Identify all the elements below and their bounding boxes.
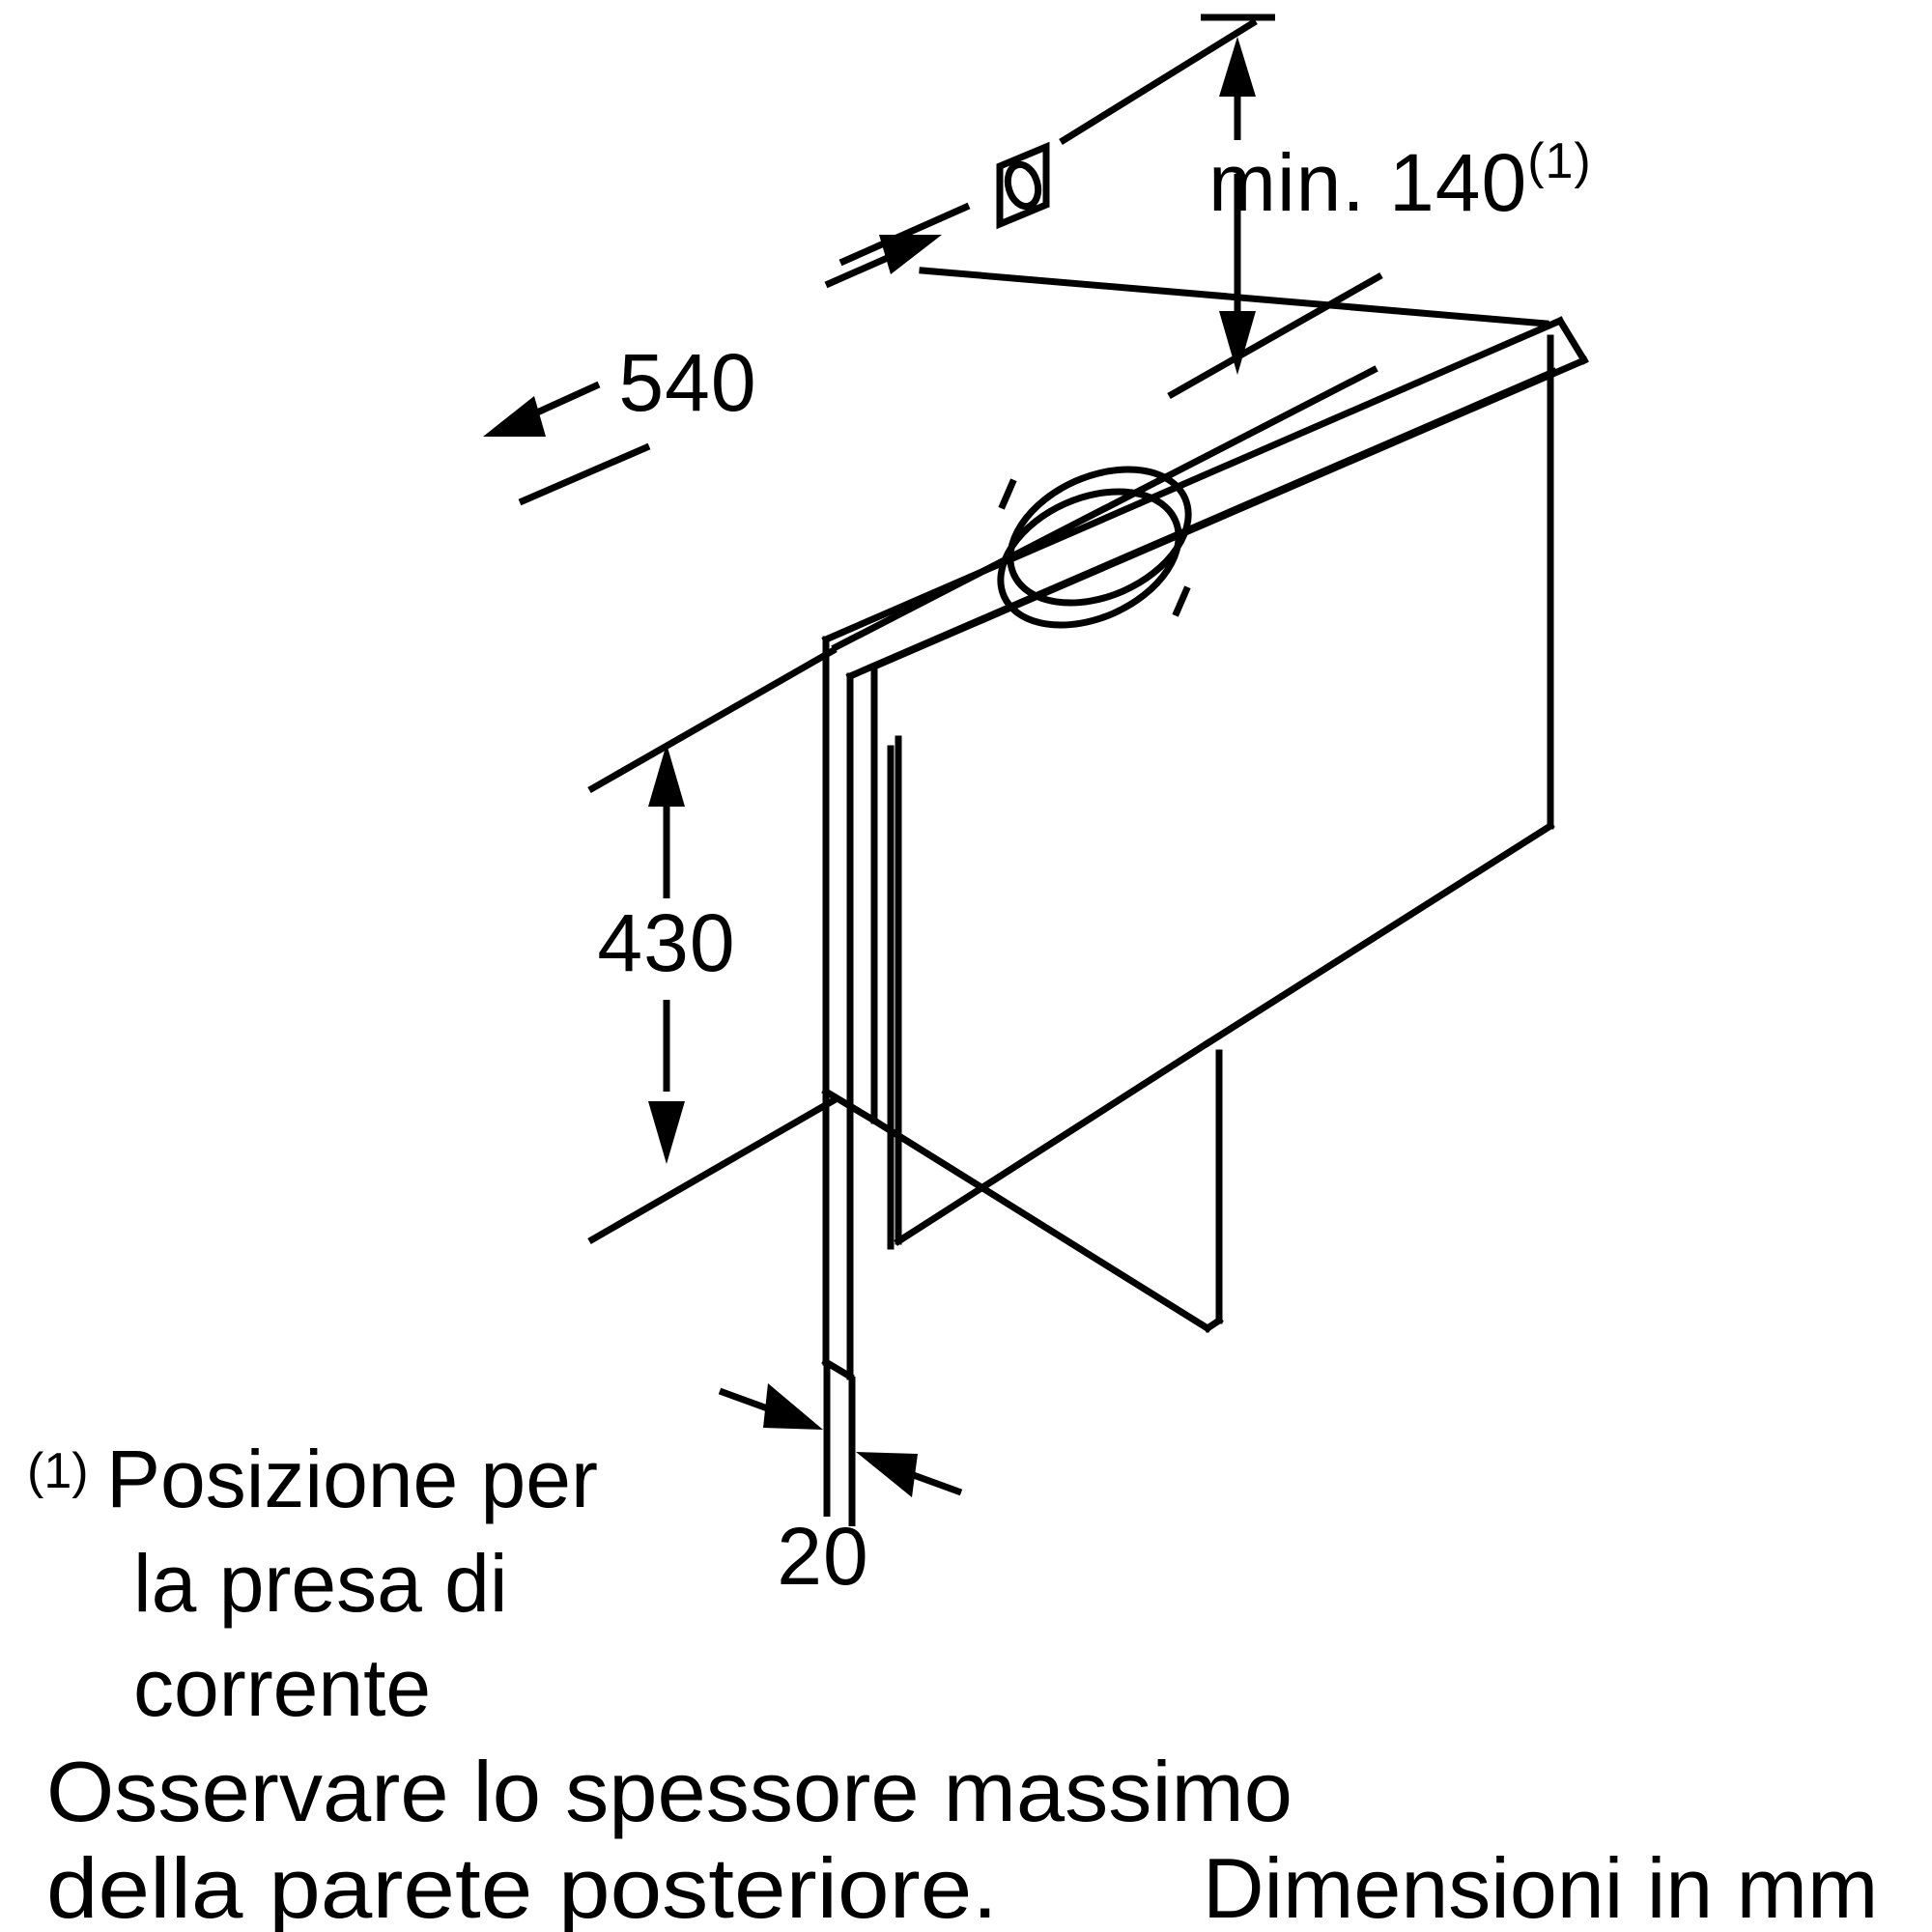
- footnote-socket-position: (1) Posizione per la presa di corrente: [27, 1434, 598, 1733]
- socket-leader-line: [1059, 18, 1258, 145]
- dimension-label-min-140: min. 140: [1208, 137, 1527, 228]
- footnote-line-1: Posizione per: [106, 1434, 598, 1524]
- dimension-20: [718, 1364, 963, 1526]
- wall-thickness-note: Osservare lo spessore massimo della pare…: [46, 1744, 1293, 1932]
- dimension-label-min-140-superscript: (1): [1527, 133, 1592, 189]
- footnote-line-3: corrente: [133, 1642, 431, 1733]
- wall-thickness-note-line-2: della parete posteriore.: [46, 1840, 998, 1932]
- dimension-min-140-extension: [1167, 14, 1383, 400]
- rear-wall-plate: [821, 636, 855, 1381]
- hood-top-plate: [831, 267, 1549, 652]
- dimension-label-540: 540: [618, 337, 756, 428]
- power-socket-symbol: [996, 141, 1050, 230]
- wall-thickness-note-line-1: Osservare lo spessore massimo: [46, 1744, 1293, 1839]
- dimension-540: [483, 202, 971, 506]
- dimension-label-20: 20: [777, 1511, 868, 1602]
- round-duct-outlet: [997, 466, 1192, 629]
- dimension-label-min-140-group: min. 140(1): [1208, 133, 1592, 228]
- hood-body: [821, 316, 1589, 1333]
- footnote-line-2: la presa di: [133, 1538, 508, 1629]
- dimension-label-430: 430: [597, 897, 735, 988]
- units-label: Dimensioni in mm: [1203, 1840, 1878, 1932]
- dimension-min-140-arrow: [1219, 37, 1256, 375]
- footnote-marker: (1): [27, 1443, 89, 1499]
- dimension-430: [587, 645, 838, 1245]
